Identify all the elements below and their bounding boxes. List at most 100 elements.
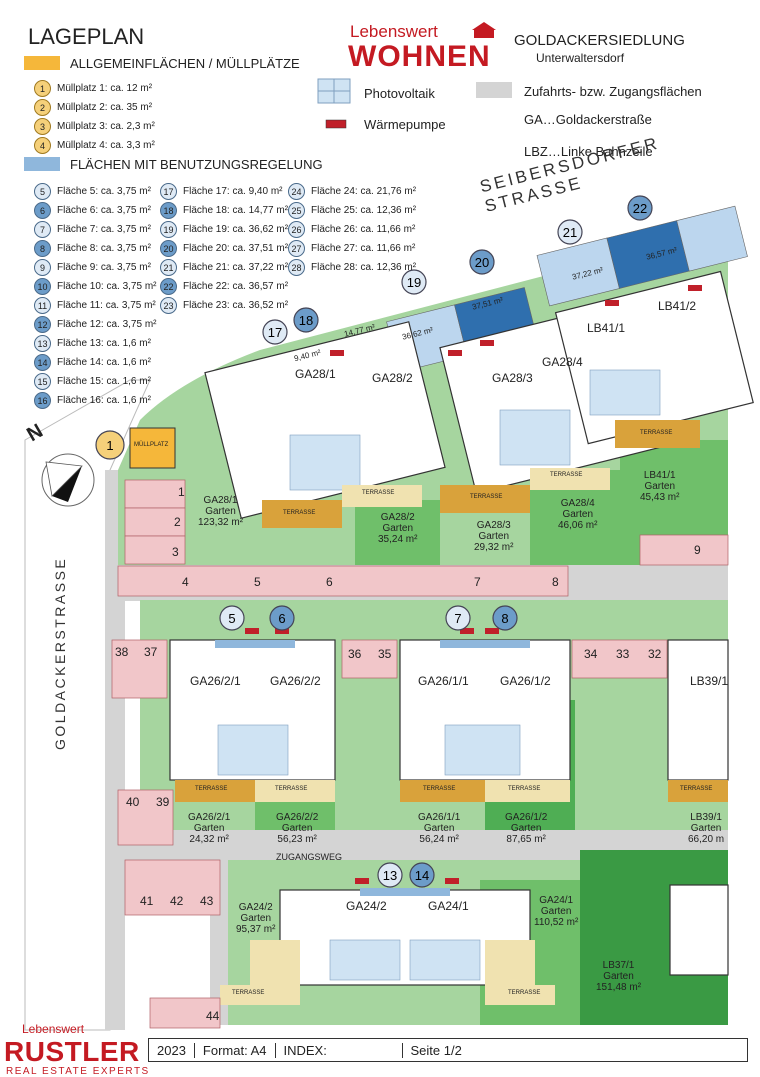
pv-ga28-3: [499, 409, 571, 466]
svg-text:18: 18: [299, 313, 313, 328]
terrasse-ga28-2: [342, 485, 422, 507]
footer-year: 2023: [157, 1042, 186, 1058]
legend-number-badge: 23: [160, 297, 177, 314]
terrasse-label: TERRASSE: [680, 786, 713, 792]
pv-ga26-2: [217, 724, 289, 776]
parking-44: [149, 997, 221, 1029]
house-label: GA28/3: [492, 371, 533, 385]
legend-number-badge: 20: [160, 240, 177, 257]
terrasse-label: TERRASSE: [362, 490, 395, 496]
north-arrow-icon: [41, 453, 95, 507]
terrasse-ga26-1-1: [400, 780, 485, 802]
parking-number: 44: [206, 1009, 220, 1023]
map-marker-14: 14: [409, 862, 435, 888]
legend-item-text: Fläche 6: ca. 3,75 m²: [57, 205, 151, 216]
terrasse-lb41-1: [615, 420, 700, 448]
house-lb39: [667, 639, 729, 781]
garden-label-area: 56,24 m²: [419, 834, 459, 845]
terrasse-label: TERRASSE: [508, 786, 541, 792]
garden-label-name: LB41/1: [643, 470, 676, 481]
legend-item-text: Fläche 14: ca. 1,6 m²: [57, 357, 151, 368]
garden-label-label: Garten: [478, 531, 510, 542]
legend-number-badge: 13: [34, 335, 51, 352]
svg-text:1: 1: [106, 438, 113, 453]
legend-number-badge: 1: [34, 80, 51, 97]
parking-number: 41: [140, 894, 154, 908]
house-label: GA28/4: [542, 355, 583, 369]
footer: RUSTLER REAL ESTATE EXPERTS Lebenswert 2…: [0, 1022, 760, 1077]
house-label: LB41/1: [587, 321, 626, 335]
footer-brand-top: Lebenswert: [22, 1022, 85, 1036]
strip-5-6: [215, 640, 295, 648]
legend-ga-label: GA…Goldackerstraße: [524, 112, 652, 127]
legend-item-text: Fläche 27: ca. 11,66 m²: [311, 243, 416, 254]
svg-text:13: 13: [383, 868, 397, 883]
legend-number-badge: 8: [34, 240, 51, 257]
garden-label-area: 56,23 m²: [277, 834, 317, 845]
terrasse-lb39-1: [668, 780, 728, 802]
legend-number-badge: 28: [288, 259, 305, 276]
parking-number: 35: [378, 647, 392, 661]
garden-label-label: Garten: [240, 913, 272, 924]
parking-number: 8: [552, 575, 559, 589]
map-marker-7: 7: [445, 605, 471, 631]
legend-item-text: Fläche 19: ca. 36,62 m²: [183, 224, 289, 235]
map-marker-19: 19: [401, 269, 427, 295]
house-label: LB39/1: [690, 674, 729, 688]
garden-label-label: Garten: [281, 823, 313, 834]
footer-index: INDEX:: [274, 1042, 402, 1058]
legend-common-label: ALLGEMEINFLÄCHEN / MÜLLPLÄTZE: [70, 56, 300, 71]
legend-number-badge: 16: [34, 392, 51, 409]
legend-item-text: Fläche 9: ca. 3,75 m²: [57, 262, 151, 273]
legend-number-badge: 26: [288, 221, 305, 238]
legend-access-swatch: [476, 82, 512, 98]
terrasse-label: TERRASSE: [283, 510, 316, 516]
access-strip-left: [105, 470, 125, 1030]
garden-label-label: Garten: [382, 523, 414, 534]
map-marker-21: 21: [557, 219, 583, 245]
house-label: GA26/2/2: [270, 674, 321, 688]
terrasse-ga24-2b: [220, 985, 280, 1005]
garden-label-label: Garten: [540, 906, 572, 917]
parking-38-37: [111, 639, 168, 699]
map-marker-13: 13: [377, 862, 403, 888]
parking-number: 32: [648, 647, 662, 661]
legend-pv-swatch: [317, 78, 351, 104]
garden-label-area: 46,06 m²: [558, 520, 598, 531]
parking-number: 38: [115, 645, 129, 659]
map-marker-5: 5: [219, 605, 245, 631]
legend-number-badge: 11: [34, 297, 51, 314]
garden-label-area: 95,37 m²: [236, 924, 276, 935]
parking-number: 40: [126, 795, 140, 809]
parking-number: 39: [156, 795, 170, 809]
legend-item-text: Fläche 7: ca. 3,75 m²: [57, 224, 151, 235]
parking-number: 37: [144, 645, 158, 659]
svg-text:6: 6: [278, 611, 285, 626]
house-label: GA26/2/1: [190, 674, 241, 688]
legend-number-badge: 24: [288, 183, 305, 200]
garden-label-name: GA28/3: [476, 520, 511, 531]
legend-heatpump-swatch: [325, 119, 347, 129]
heatpump-7: [275, 628, 289, 634]
legend-item-text: Fläche 15: ca. 1,6 m²: [57, 376, 151, 387]
terrasse-label: TERRASSE: [550, 472, 583, 478]
garden-label-label: Garten: [193, 823, 225, 834]
